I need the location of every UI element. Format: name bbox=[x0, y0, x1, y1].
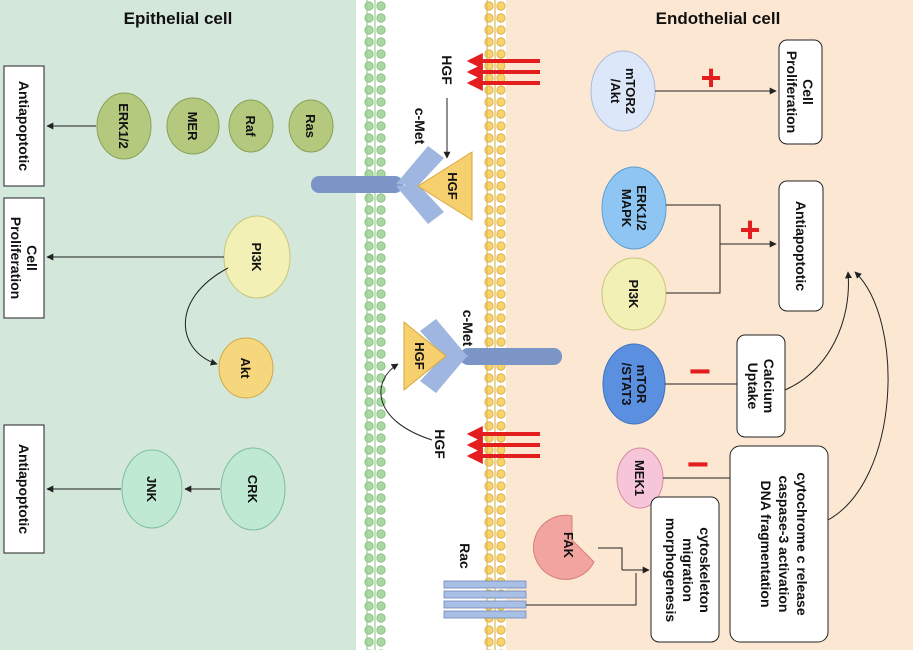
epithelial-title: Epithelial cell bbox=[124, 9, 233, 28]
cmet-receptor-mid bbox=[420, 319, 562, 393]
epithelial-membrane bbox=[356, 0, 386, 650]
erk-mapk-line1: ERK1/2 bbox=[634, 185, 649, 231]
fak-rac-to-cytoskeleton-connector bbox=[526, 547, 650, 606]
fak-node bbox=[533, 514, 595, 580]
cmet-top-label: c-Met bbox=[412, 108, 428, 145]
calcium-uptake-line2: Uptake bbox=[745, 363, 761, 410]
raf-label: Raf bbox=[243, 116, 258, 138]
akt-node-epi bbox=[218, 337, 274, 399]
hgf-incoming-arrows-bottom bbox=[466, 426, 540, 464]
rac-label: Rac bbox=[457, 543, 473, 569]
minus-sign-2: − bbox=[687, 444, 709, 486]
pi3k-to-akt-arrow bbox=[185, 267, 229, 366]
hgf-binding-arrow-bottom bbox=[380, 363, 433, 441]
mer-node bbox=[166, 97, 220, 155]
antiapoptotic-box-endo bbox=[778, 180, 824, 312]
rac-transmembrane bbox=[443, 580, 527, 619]
antiapoptotic-label-endo: Antiapoptotic bbox=[793, 201, 809, 291]
cell-proliferation-epi-line1: Cell bbox=[24, 245, 40, 271]
cytoskeleton-line2: migration bbox=[680, 538, 696, 602]
cytochrome-c-line1: cytochrome c release bbox=[794, 472, 810, 615]
hgf-incoming-arrows-top bbox=[466, 53, 540, 91]
ras-node bbox=[288, 99, 334, 153]
antiapoptotic-box-bottom bbox=[3, 424, 45, 554]
pi3k-label-endo: PI3K bbox=[626, 280, 641, 310]
cell-proliferation-endo-line1: Cell bbox=[800, 79, 816, 105]
pi3k-node-endo bbox=[601, 257, 667, 331]
mek1-label: MEK1 bbox=[632, 460, 647, 496]
epithelial-region bbox=[0, 0, 356, 650]
cell-proliferation-box-endo bbox=[778, 39, 823, 145]
plus-sign-2: + bbox=[739, 209, 760, 250]
crk-label: CRK bbox=[245, 475, 260, 504]
antiapoptotic-box-top bbox=[3, 65, 45, 187]
apoptosis-to-antiapoptotic-arrow bbox=[827, 271, 889, 521]
hgf-bottom-label: HGF bbox=[432, 429, 448, 459]
erk12-label: ERK1/2 bbox=[116, 103, 131, 149]
fak-label: FAK bbox=[561, 532, 576, 559]
antiapoptotic-label-top: Antiapoptotic bbox=[16, 81, 32, 171]
cytoskeleton-line3: morphogenesis bbox=[663, 518, 679, 622]
hgf-ligand-top bbox=[417, 151, 473, 221]
jnk-label: JNK bbox=[144, 476, 159, 503]
endothelial-membrane bbox=[476, 0, 506, 650]
erk-mapk-line2: MAPK bbox=[619, 189, 634, 228]
hgf-ligand-top-label: HGF bbox=[445, 172, 460, 200]
mtor2-label-line2: /Akt bbox=[608, 79, 623, 104]
cell-proliferation-endo-line2: Proliferation bbox=[784, 51, 800, 133]
erk12-node bbox=[96, 92, 152, 160]
antiapoptotic-label-bottom: Antiapoptotic bbox=[16, 444, 32, 534]
hgf-ligand-mid-label: HGF bbox=[412, 342, 427, 370]
cmet-receptor-top bbox=[311, 146, 444, 224]
cmet-mid-label: c-Met bbox=[460, 310, 476, 347]
erk-pi3k-to-antiapoptotic-connector bbox=[666, 204, 777, 294]
hgf-ligand-mid bbox=[403, 320, 447, 392]
ras-label: Ras bbox=[303, 114, 318, 138]
calcium-uptake-box bbox=[736, 334, 786, 438]
calcium-uptake-line1: Calcium bbox=[761, 359, 777, 413]
raf-node bbox=[228, 99, 274, 153]
endothelial-title: Endothelial cell bbox=[656, 9, 781, 28]
hgf-top-label: HGF bbox=[439, 55, 455, 85]
cytoskeleton-box bbox=[650, 496, 720, 643]
cytoskeleton-line1: cytoskeleton bbox=[697, 527, 713, 613]
erk-mapk-node bbox=[601, 166, 667, 250]
jnk-node bbox=[121, 449, 183, 529]
crk-node bbox=[220, 447, 286, 531]
minus-sign-1: − bbox=[689, 351, 711, 393]
akt-label-epi: Akt bbox=[238, 358, 253, 380]
cell-proliferation-epi-line2: Proliferation bbox=[8, 217, 24, 299]
mtor2-label-line1: mTOR2 bbox=[623, 68, 638, 114]
pi3k-label-epi: PI3K bbox=[249, 243, 264, 273]
cytochrome-c-line3: DNA fragmentation bbox=[758, 480, 774, 607]
cytochrome-c-line2: caspase-3 activation bbox=[776, 476, 792, 613]
mtor-stat3-line2: /STAT3 bbox=[619, 363, 634, 406]
calcium-to-antiapoptotic-arrow bbox=[784, 271, 853, 391]
plus-sign-1: + bbox=[700, 57, 721, 98]
apoptosis-events-box bbox=[729, 445, 829, 643]
cell-proliferation-box-epi bbox=[3, 197, 45, 319]
mtor-stat3-line1: mTOR bbox=[634, 365, 649, 404]
mer-label: MER bbox=[185, 112, 200, 142]
